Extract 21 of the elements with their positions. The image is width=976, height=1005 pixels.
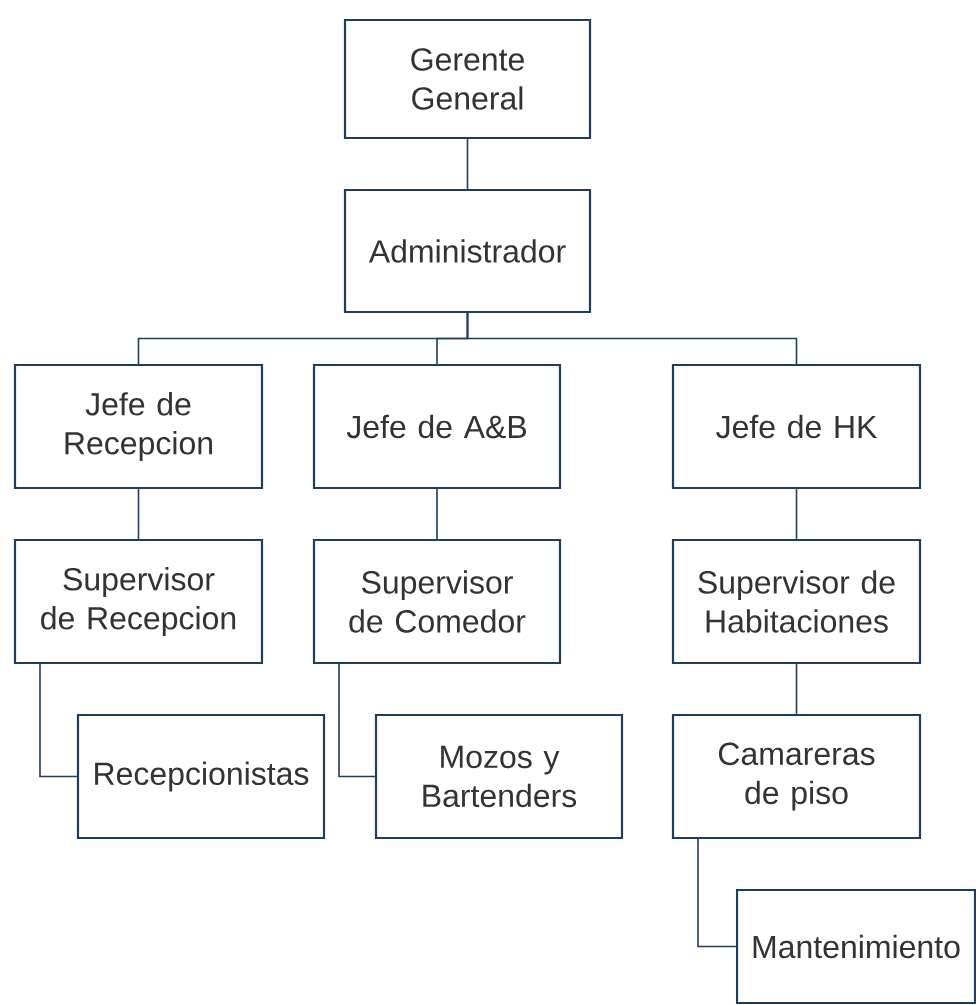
connector-line xyxy=(39,663,78,778)
org-box: Mantenimiento xyxy=(735,888,976,1005)
connector-line xyxy=(795,488,798,540)
connector-line xyxy=(338,663,376,778)
connector-line xyxy=(795,663,798,715)
org-box: Supervisor de Recepcion xyxy=(13,538,264,665)
org-box: Camareras de piso xyxy=(671,713,922,840)
connector-line xyxy=(466,312,798,365)
org-box: Supervisor de Habitaciones xyxy=(671,538,922,665)
connector-line xyxy=(436,488,438,540)
org-box: Gerente General xyxy=(343,18,592,140)
connector-line xyxy=(697,838,737,948)
org-box: Recepcionistas xyxy=(76,713,326,840)
org-box: Administrador xyxy=(343,188,592,314)
org-box: Jefe de A&B xyxy=(312,363,562,490)
org-box: Jefe de HK xyxy=(671,363,922,490)
org-box: Jefe de Recepcion xyxy=(13,363,264,490)
org-box: Supervisor de Comedor xyxy=(312,538,562,665)
connector-line xyxy=(137,488,140,540)
connector-line xyxy=(466,138,469,190)
org-box: Mozos y Bartenders xyxy=(374,713,624,840)
